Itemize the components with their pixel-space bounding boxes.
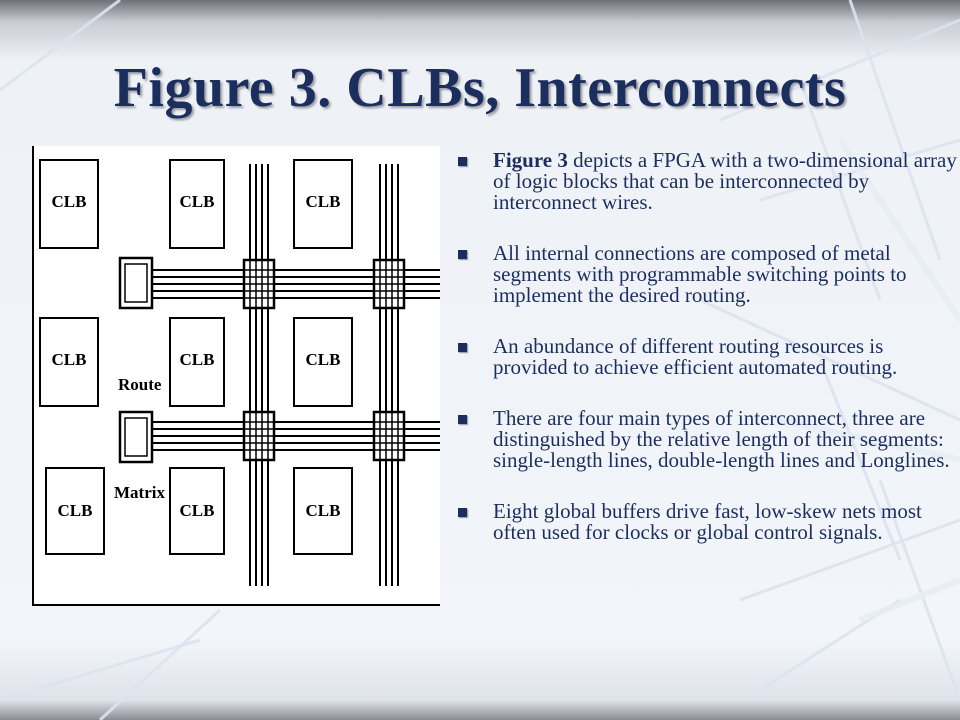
- clb-block: [39, 317, 99, 407]
- bullet-list: Figure 3 depicts a FPGA with a two-dimen…: [458, 150, 958, 573]
- figure-bottom-border: [32, 604, 440, 606]
- clb-block: [293, 317, 353, 407]
- clb-block: [45, 467, 105, 555]
- clb-label: CLB: [306, 192, 341, 211]
- vertical-bus-1: [249, 164, 269, 586]
- slide-title: Figure 3. CLBs, Interconnects: [113, 57, 847, 119]
- clb-label: CLB: [180, 350, 215, 369]
- bullet-square-icon: [458, 343, 467, 352]
- clb-label: CLB: [180, 192, 215, 211]
- figure-left-border: [32, 146, 34, 606]
- clb-label: CLB: [52, 350, 87, 369]
- bullet-item: All internal connections are composed of…: [458, 243, 958, 306]
- bullet-square-icon: [458, 508, 467, 517]
- clb-label: CLB: [180, 501, 215, 520]
- matrix-label: Matrix: [114, 483, 165, 502]
- bullet-square-icon: [458, 415, 467, 424]
- bullet-text: depicts a FPGA with a two-dimensional ar…: [493, 148, 957, 214]
- clb-block: [169, 159, 225, 249]
- bullet-text: There are four main types of interconnec…: [493, 406, 950, 472]
- clb-label: CLB: [306, 501, 341, 520]
- bullet-item: There are four main types of interconnec…: [458, 408, 958, 471]
- bullet-item: Eight global buffers drive fast, low-ske…: [458, 501, 958, 543]
- bullet-square-icon: [458, 157, 467, 166]
- bullet-square-icon: [458, 250, 467, 259]
- clb-label: CLB: [58, 501, 93, 520]
- clb-block: [39, 159, 99, 249]
- vertical-bus-2: [379, 164, 399, 586]
- clb-block: [293, 467, 353, 555]
- bullet-text: Eight global buffers drive fast, low-ske…: [493, 499, 922, 544]
- clb-interconnect-figure: CLB CLB CLB CLB CLB CLB CLB CLB CLB Rout…: [32, 146, 440, 606]
- bullet-item: Figure 3 depicts a FPGA with a two-dimen…: [458, 150, 958, 213]
- clb-label: CLB: [306, 350, 341, 369]
- bullet-lead: Figure 3: [493, 148, 568, 172]
- bullet-text: All internal connections are composed of…: [493, 241, 907, 307]
- clb-block: [293, 159, 353, 249]
- clb-label: CLB: [52, 192, 87, 211]
- clb-block: [169, 467, 225, 555]
- bullet-text: An abundance of different routing resour…: [493, 334, 898, 379]
- clb-block: [169, 317, 225, 407]
- bullet-item: An abundance of different routing resour…: [458, 336, 958, 378]
- route-label: Route: [118, 375, 162, 394]
